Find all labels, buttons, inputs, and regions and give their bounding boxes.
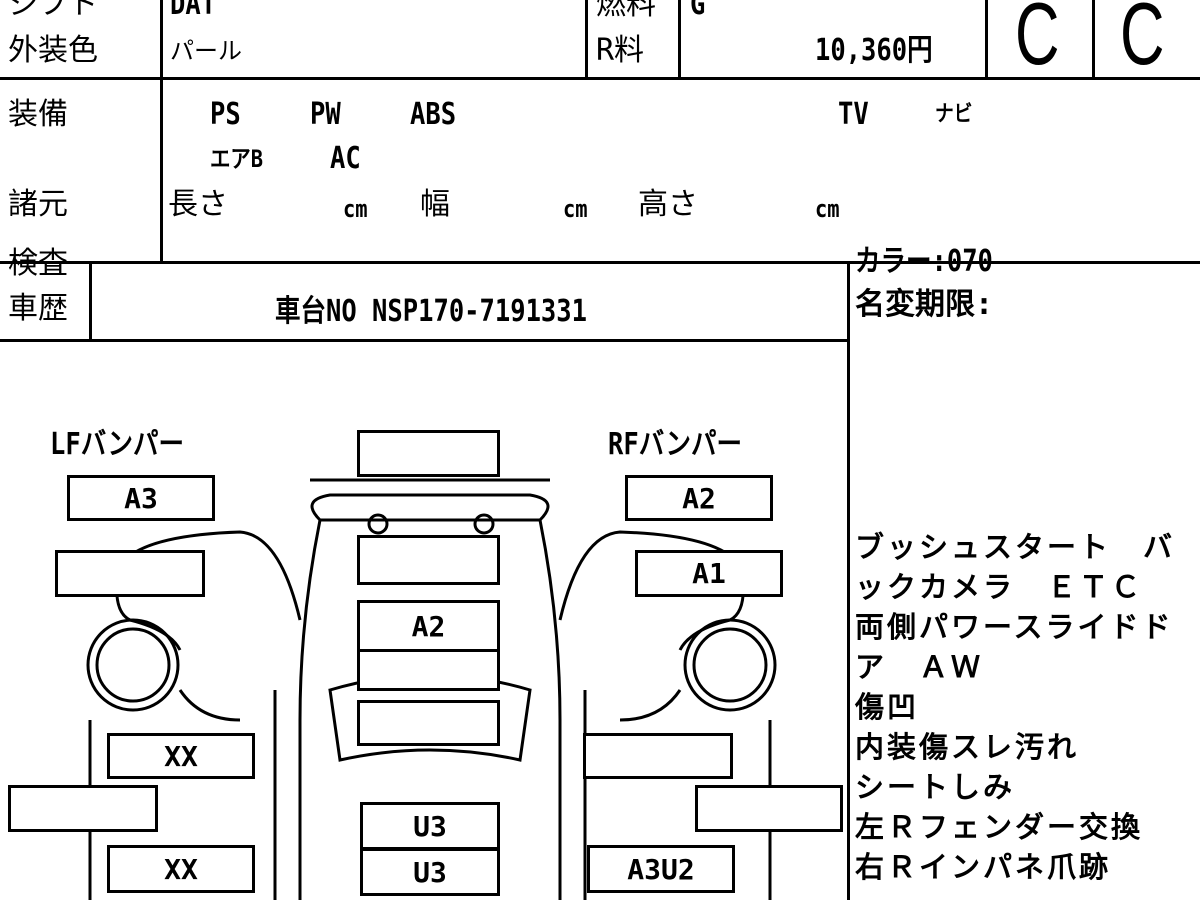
right-front-door-box — [583, 733, 733, 779]
divider — [89, 262, 92, 340]
note-line: ックカメラ ＥＴＣ — [855, 570, 1144, 604]
specs-label: 諸元 — [8, 187, 68, 222]
shift-label: シフト — [8, 0, 98, 22]
unit: cm — [343, 195, 368, 223]
roof-rear-box: U3 — [360, 848, 500, 896]
unit: cm — [815, 195, 840, 223]
rf-bumper-box: A2 — [625, 475, 773, 521]
exterior-grade: C — [1015, 0, 1060, 83]
rf-bumper-label: RFバンパー — [608, 427, 742, 462]
color-code: カラー:070 — [855, 244, 993, 279]
equipment-item: PW — [310, 97, 341, 132]
fuel-value: G — [690, 0, 706, 22]
equipment-label: 装備 — [8, 97, 68, 132]
equipment-item: ABS — [410, 97, 457, 132]
unit: cm — [563, 195, 588, 223]
name-change-deadline: 名変期限: — [855, 287, 994, 322]
lf-fender-box — [55, 550, 205, 597]
notes-list: ブッシュスタート バ ックカメラ ＥＴＣ 両側パワースライドド ア ＡＷ 傷凹 … — [855, 527, 1175, 887]
color-label: 外装色 — [8, 33, 98, 68]
divider — [0, 261, 1200, 264]
left-rear-door-box: XX — [107, 845, 255, 893]
fuel-label: 燃料 — [596, 0, 656, 22]
roof-front-box: U3 — [360, 802, 500, 850]
right-step-box — [695, 785, 843, 832]
note-line: ブッシュスタート バ — [855, 530, 1176, 564]
equipment-item: エアB — [210, 145, 264, 173]
equipment-item: AC — [330, 141, 361, 176]
recycle-label: R料 — [596, 33, 645, 68]
grille-box — [357, 649, 500, 691]
inspection-label: 検査 — [8, 246, 68, 281]
front-box — [357, 535, 500, 585]
divider — [847, 262, 850, 900]
rear-box — [357, 430, 500, 477]
car-outline-diagram — [86, 478, 777, 900]
length-label: 長さ — [168, 187, 228, 222]
left-step-box — [8, 785, 158, 832]
interior-grade: C — [1120, 0, 1165, 83]
note-line: 左Ｒフェンダー交換 — [855, 810, 1144, 844]
color-value: パール — [170, 37, 242, 65]
divider — [160, 0, 163, 262]
history-label: 車歴 — [8, 291, 68, 326]
equipment-item: ナビ — [935, 102, 973, 127]
lf-bumper-label: LFバンパー — [50, 427, 184, 462]
note-line: 両側パワースライドド — [855, 610, 1174, 644]
equipment-item: PS — [210, 97, 241, 132]
note-line: ア ＡＷ — [855, 650, 984, 684]
shift-value: DAT — [170, 0, 217, 22]
left-front-door-box: XX — [107, 733, 255, 779]
right-rear-door-box: A3U2 — [587, 845, 735, 893]
divider — [585, 0, 588, 78]
height-label: 高さ — [638, 187, 698, 222]
width-label: 幅 — [420, 187, 450, 222]
note-line: 内装傷スレ汚れ — [855, 730, 1080, 764]
divider — [0, 339, 848, 342]
note-line: シートしみ — [855, 770, 1016, 804]
divider — [985, 0, 988, 78]
hood-box: A2 — [357, 600, 500, 652]
divider — [0, 77, 1200, 80]
note-line: 右Ｒインパネ爪跡 — [855, 850, 1112, 884]
rf-fender-box: A1 — [635, 550, 783, 597]
recycle-value: 10,360円 — [815, 33, 933, 68]
note-line: 傷凹 — [855, 690, 920, 724]
divider — [678, 0, 681, 78]
windshield-box — [357, 700, 500, 746]
chassis-number: 車台NO NSP170-7191331 — [275, 294, 587, 329]
equipment-item: TV — [838, 97, 869, 132]
lf-bumper-box: A3 — [67, 475, 215, 521]
divider — [1092, 0, 1095, 78]
